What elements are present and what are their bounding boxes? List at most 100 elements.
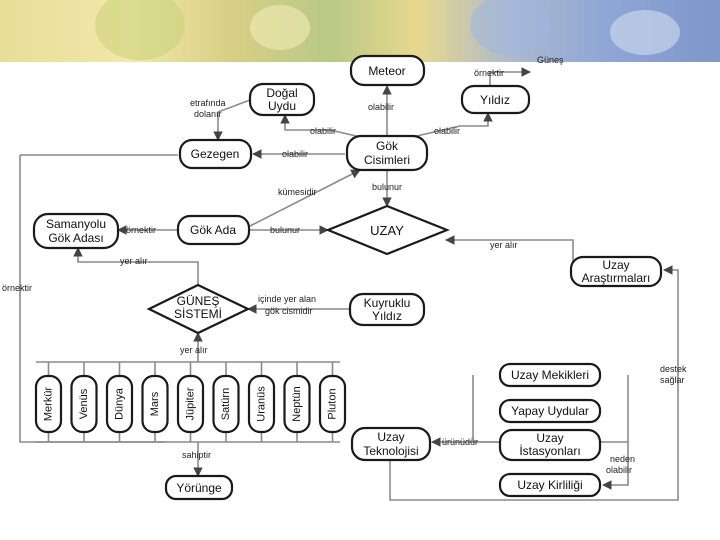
edge-label-ornektir-left: örnektir (2, 283, 32, 293)
banner-flower-shape (610, 10, 680, 55)
uzay-istasyonlari-label-1: Uzay (536, 431, 563, 445)
edge-label-bulunur-gokada: bulunur (270, 225, 300, 235)
uzay-istasyonlari-box (498, 428, 602, 462)
kuyruklu-yildiz-label-2: Yıldız (372, 309, 402, 323)
planet-box (283, 374, 311, 434)
node-gunes-sistemi: GÜNEŞ SİSTEMİ (146, 283, 251, 335)
connector-gunes-to-samanyolu (73, 247, 199, 285)
yapay-uydular-label: Yapay Uydular (511, 404, 589, 418)
connector-lines (19, 67, 679, 501)
node-uzay: UZAY (325, 204, 450, 256)
planet-node: Pluton (318, 374, 347, 434)
edge-label-olabilir-gezegen: olabilir (282, 149, 308, 159)
edge-label-yer-alir-gunes: yer alır (120, 256, 148, 266)
uzay-diamond (325, 204, 450, 256)
uzay-arastirmalari-label-2: Araştırmaları (582, 271, 651, 285)
uzay-teknolojisi-box (350, 426, 432, 462)
planet-label: Dünya (114, 387, 126, 420)
gunes-sistemi-diamond (146, 283, 251, 335)
planet-node: Venüs (70, 374, 98, 434)
node-uzay-teknolojisi: Uzay Teknolojisi (350, 426, 432, 462)
banner-leaf-shape (95, 0, 185, 60)
uzay-kirliligi-box (498, 472, 602, 498)
planet-label: Jüpiter (185, 387, 197, 420)
uzay-kirliligi-label: Uzay Kirliliği (517, 478, 582, 492)
edge-label-yer-alir-arastirma: yer alır (490, 240, 518, 250)
edge-label-destek-2: sağlar (660, 375, 685, 385)
uzay-istasyonlari-label-2: İstasyonları (519, 444, 580, 458)
uzay-mekikleri-box (498, 362, 602, 388)
planet-node: Satürn (212, 374, 240, 434)
node-gok-cisimleri: Gök Cisimleri (345, 134, 429, 172)
yapay-uydular-box (498, 398, 602, 424)
gezegen-label: Gezegen (191, 147, 240, 161)
planet-box (176, 374, 205, 434)
planet-box (318, 374, 347, 434)
banner-flower-shape (250, 5, 310, 50)
node-dogal-uydu: Doğal Uydu (248, 82, 316, 117)
gunes-sistemi-label-2: SİSTEMİ (174, 307, 222, 321)
edge-label-neden-1: neden (610, 454, 635, 464)
edge-label-kumesidir: kümesidir (278, 187, 317, 197)
connector-gadgets-left (472, 375, 500, 443)
samanyolu-label-2: Gök Adası (48, 231, 103, 245)
planet-node: Jüpiter (176, 374, 205, 434)
edge-label-etrafinda-1: etrafında (190, 98, 226, 108)
planet-node: Neptün (283, 374, 311, 434)
connector-teknoloji-to-arastirma (389, 265, 679, 501)
planet-box (70, 374, 98, 434)
edge-label-urunudur: ürünüdür (442, 437, 478, 447)
samanyolu-label-1: Samanyolu (46, 217, 106, 231)
banner-flower-shape (470, 0, 550, 55)
node-gezegen: Gezegen (178, 138, 253, 170)
planet-label: Venüs (78, 388, 90, 419)
uzay-mekikleri-label: Uzay Mekikleri (511, 368, 589, 382)
node-yorunge: Yörünge (164, 474, 234, 501)
node-kuyruklu-yildiz: Kuyruklu Yıldız (348, 292, 426, 327)
edge-label-sahiptir: sahiptir (182, 450, 211, 460)
planet-box (105, 374, 134, 434)
gunes-sistemi-label-1: GÜNEŞ (177, 294, 220, 308)
dogal-uydu-box (248, 82, 316, 117)
planet-box (34, 374, 63, 434)
edge-label-gunes: Güneş (537, 55, 564, 65)
connector-istasyon-to-kirlilik (602, 442, 629, 490)
edge-label-olabilir-meteor: olabilir (368, 102, 394, 112)
node-yildiz: Yıldız (460, 84, 531, 115)
edge-label-bulunur-uzay: bulunur (372, 182, 402, 192)
node-samanyolu: Samanyolu Gök Adası (32, 212, 120, 250)
node-uzay-kirliligi: Uzay Kirliliği (498, 472, 602, 498)
node-uzay-arastirmalari: Uzay Araştırmaları (569, 255, 663, 288)
connector-arastirma-to-uzay (445, 235, 574, 262)
uzay-arastirmalari-label-1: Uzay (602, 258, 629, 272)
dogal-uydu-label-1: Doğal (266, 86, 297, 100)
yildiz-label: Yıldız (480, 93, 510, 107)
planet-node: Uranüs (247, 374, 276, 434)
connector-yildiz-to-gunes (489, 67, 531, 86)
yorunge-box (164, 474, 234, 501)
uzay-teknolojisi-label-2: Teknolojisi (363, 444, 418, 458)
edge-label-ornektir-top: örnektir (474, 68, 504, 78)
kuyruklu-yildiz-label-1: Kuyruklu (364, 296, 411, 310)
planet-box (212, 374, 240, 434)
node-gok-ada: Gök Ada (176, 214, 251, 246)
planet-label: Mars (149, 391, 161, 416)
dogal-uydu-label-2: Uydu (268, 99, 296, 113)
edge-label-icinde-2: gök cismidir (265, 306, 313, 316)
connector-gok-to-yildiz (407, 112, 493, 139)
yildiz-box (460, 84, 531, 115)
kuyruklu-yildiz-box (348, 292, 426, 327)
planet-label: Satürn (220, 388, 232, 420)
node-uzay-mekikleri: Uzay Mekikleri (498, 362, 602, 388)
gok-ada-box (176, 214, 251, 246)
planet-label: Pluton (327, 388, 339, 419)
uzay-label: UZAY (370, 223, 404, 238)
planet-connectors (47, 362, 334, 442)
planet-node: Merkür (34, 374, 63, 434)
planet-box (141, 374, 169, 434)
edge-labels: Güneş örnektir etrafında dolanır olabili… (2, 55, 687, 475)
gok-cisimleri-box (345, 134, 429, 172)
planet-node: Mars (141, 374, 169, 434)
yorunge-label: Yörünge (176, 481, 222, 495)
planet-label: Merkür (43, 387, 55, 422)
